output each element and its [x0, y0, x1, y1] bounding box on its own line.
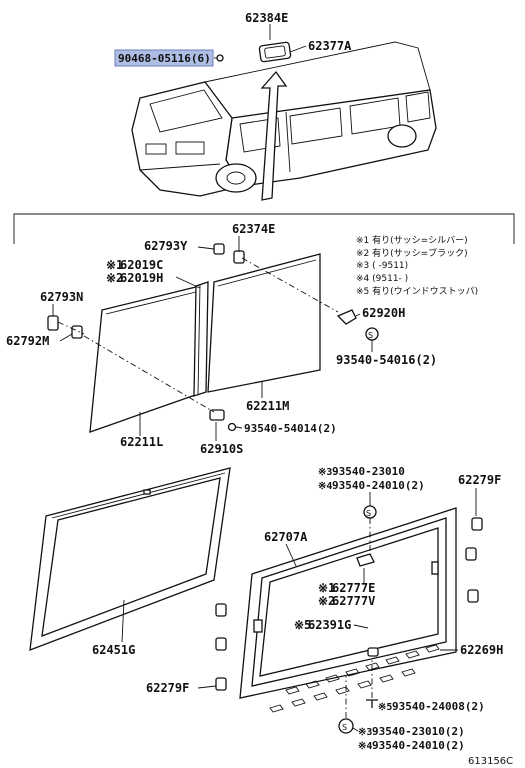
- section-bracket: [13, 213, 515, 244]
- lower-frame-assembly: S S: [29, 467, 483, 734]
- clip-icon: [216, 54, 224, 62]
- label-93540-24008: 93540-24008(2): [392, 700, 485, 713]
- marker-1-62019C: ※1: [106, 258, 123, 272]
- label-62384E: 62384E: [245, 11, 288, 25]
- svg-text:S: S: [368, 331, 373, 340]
- note-1: ※1 有り(サッシ=シルバー): [356, 234, 468, 246]
- label-62211M: 62211M: [246, 399, 289, 413]
- label-93540-54014: 93540-54014(2): [244, 422, 337, 435]
- label-62391G: 62391G: [308, 618, 351, 632]
- label-62279F-bottom: 62279F: [146, 681, 189, 695]
- label-93540-54016: 93540-54016(2): [336, 353, 437, 367]
- note-4: ※4 (9511- ): [356, 274, 408, 284]
- label-62792M: 62792M: [6, 334, 49, 348]
- label-62793N: 62793N: [40, 290, 83, 304]
- highlight-box: [114, 49, 214, 67]
- label-90468-05116: 90468-05116(6): [118, 52, 211, 65]
- label-62019H: 62019H: [120, 271, 163, 285]
- marker-4-bottom: ※4: [358, 741, 372, 752]
- label-62377A: 62377A: [308, 39, 352, 53]
- marker-4-top: ※4: [318, 481, 332, 492]
- svg-text:S: S: [342, 723, 347, 732]
- note-5: ※5 有り(ウインドウストッパ): [356, 285, 478, 297]
- label-93540-24010-bottom: 93540-24010(2): [372, 739, 465, 752]
- label-62374E: 62374E: [232, 222, 275, 236]
- label-93540-23010-top: 93540-23010: [332, 465, 405, 478]
- label-62279F-top: 62279F: [458, 473, 501, 487]
- marker-5-62391G: ※5: [294, 618, 311, 632]
- label-62211L: 62211L: [120, 435, 163, 449]
- marker-3-top: ※3: [318, 467, 332, 478]
- notes-block: ※1 有り(サッシ=シルバー) ※2 有り(サッシ=ブラック) ※3 ( -95…: [356, 234, 478, 297]
- middle-window-assembly: S: [47, 243, 379, 433]
- svg-text:S: S: [366, 509, 371, 518]
- label-62019C: 62019C: [120, 258, 163, 272]
- label-62707A: 62707A: [264, 530, 308, 544]
- marker-1-62777E: ※1: [318, 581, 335, 595]
- label-62793Y: 62793Y: [144, 239, 188, 253]
- diagram-id: 613156C: [468, 756, 513, 767]
- label-62269H: 62269H: [460, 643, 503, 657]
- label-62777E: 62777E: [332, 581, 375, 595]
- van-illustration: [131, 41, 437, 201]
- marker-3-bottom: ※3: [358, 727, 372, 738]
- marker-2-62019H: ※2: [106, 271, 123, 285]
- label-62451G: 62451G: [92, 643, 135, 657]
- label-62920H: 62920H: [362, 306, 405, 320]
- marker-2-62777V: ※2: [318, 594, 335, 608]
- label-62777V: 62777V: [332, 594, 375, 608]
- note-2: ※2 有り(サッシ=ブラック): [356, 247, 468, 259]
- label-93540-24010-top: 93540-24010(2): [332, 479, 425, 492]
- marker-5-93540-24008: ※5: [378, 702, 392, 713]
- note-3: ※3 ( -9511): [356, 261, 408, 271]
- label-62910S: 62910S: [200, 442, 243, 456]
- label-93540-23010-bottom: 93540-23010(2): [372, 725, 465, 738]
